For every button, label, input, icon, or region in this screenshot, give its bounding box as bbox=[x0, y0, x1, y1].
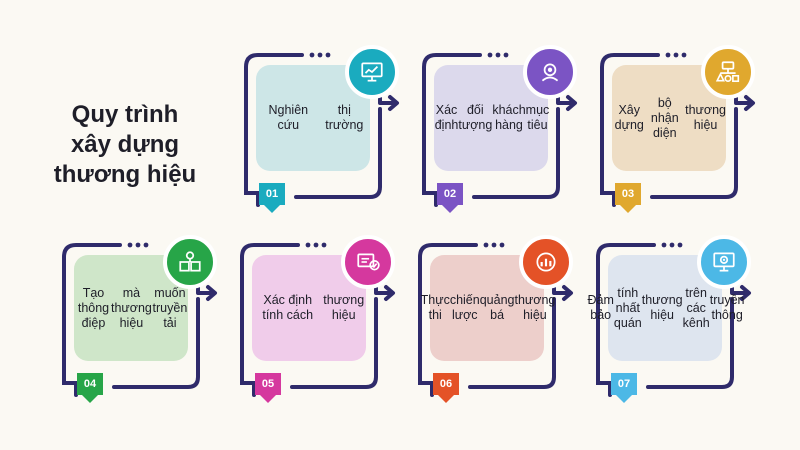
monitor-chart-icon bbox=[345, 45, 399, 99]
target-audience-icon bbox=[523, 45, 577, 99]
step-label-line: mà thương hiệu bbox=[110, 285, 152, 330]
step-label-line: khách hàng bbox=[492, 103, 526, 132]
step-label-line: thương hiệu bbox=[323, 293, 365, 322]
step-number-badge: 07 bbox=[611, 373, 637, 403]
step-label-line: đối tượng bbox=[458, 103, 493, 132]
step-number-badge: 03 bbox=[615, 183, 641, 213]
step-label-line: Nghiên cứu bbox=[268, 103, 309, 132]
step-label-line: Tạo thông điệp bbox=[77, 285, 110, 330]
step-label-line: Xây dựng bbox=[614, 103, 644, 132]
step-label-line: Xác định tính cách bbox=[262, 293, 314, 322]
screen-check-icon bbox=[341, 235, 395, 289]
step-number-badge: 04 bbox=[77, 373, 103, 403]
step-label-line: bộ nhận diện bbox=[650, 95, 679, 140]
diagram-title: Quy trình xây dựng thương hiệu bbox=[40, 100, 210, 190]
step-label: Xác định tính cách thương hiệu bbox=[254, 255, 366, 361]
step-label-line: Xác định bbox=[434, 103, 459, 132]
step-label-line: thị trường bbox=[325, 103, 364, 132]
step-label-line: thương hiệu bbox=[514, 293, 556, 322]
step-number-badge: 05 bbox=[255, 373, 281, 403]
title-line: thương hiệu bbox=[53, 161, 197, 188]
title-line: Quy trình bbox=[71, 101, 179, 128]
step-number-badge: 02 bbox=[437, 183, 463, 213]
step-label-line: thương hiệu bbox=[641, 293, 683, 322]
step-label-line: mục tiêu bbox=[525, 103, 550, 132]
message-boxes-icon bbox=[163, 235, 217, 289]
step-label-line: truyền thông bbox=[709, 293, 745, 322]
step-label-line: Đảm bảo bbox=[587, 293, 614, 322]
step-label-line: thương hiệu bbox=[685, 103, 726, 132]
step-number-badge: 06 bbox=[433, 373, 459, 403]
step-label: Nghiên cứu thị trường bbox=[258, 65, 370, 171]
step-card: Nghiên cứu thị trường 01 bbox=[240, 45, 410, 215]
step-label-line: chiến lược bbox=[449, 293, 480, 322]
step-label-line: Thực thi bbox=[420, 293, 450, 322]
step-number-badge: 01 bbox=[259, 183, 285, 213]
step-label-line: tính nhất quán bbox=[613, 285, 642, 330]
org-chart-icon bbox=[701, 45, 755, 99]
step-label-line: trên các kênh bbox=[682, 285, 710, 330]
settings-screen-icon bbox=[697, 235, 751, 289]
step-label-line: muốn truyền tải bbox=[152, 285, 188, 330]
step-card: Xác định tính cách thương hiệu 05 bbox=[236, 235, 406, 405]
step-frame bbox=[596, 242, 751, 397]
step-frame bbox=[240, 242, 395, 397]
growth-chart-icon bbox=[519, 235, 573, 289]
step-label-line: quảng bá bbox=[479, 293, 515, 322]
title-line: xây dựng bbox=[70, 131, 180, 158]
